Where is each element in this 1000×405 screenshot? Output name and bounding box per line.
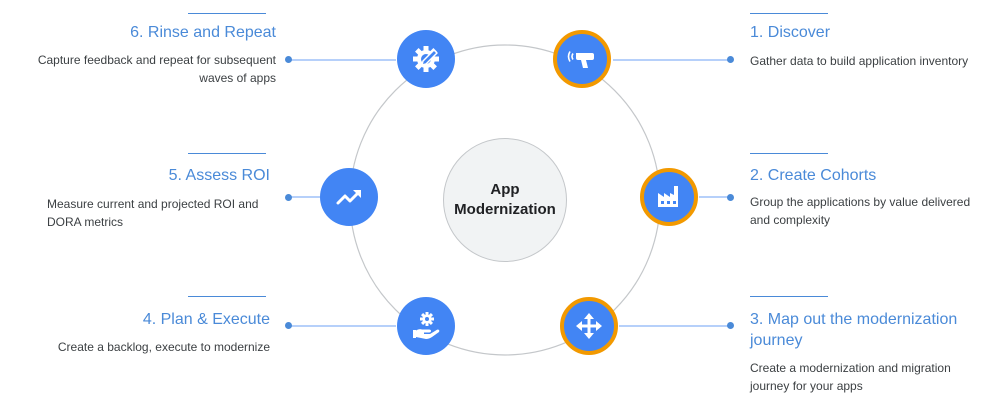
step-5-desc: Measure current and projected ROI and DO… — [47, 197, 259, 229]
step-5-title: 5. Assess ROI — [168, 167, 270, 184]
center-line-1: App — [490, 181, 520, 198]
step-2-rule — [750, 153, 828, 154]
step-1-node — [553, 30, 611, 88]
step-3-desc: Create a modernization and migration jou… — [750, 361, 951, 393]
step-6-node — [397, 30, 455, 88]
step-1-rule — [750, 13, 828, 14]
step-5-rule — [188, 153, 266, 154]
step-2-node — [640, 168, 698, 226]
factory-icon — [658, 186, 678, 207]
trending-up-icon — [336, 190, 361, 205]
step-6-dot — [285, 56, 292, 63]
step-4-rule — [188, 296, 266, 297]
step-4-dot — [285, 322, 292, 329]
step-3-rule — [750, 296, 828, 297]
step-3-node — [560, 297, 618, 355]
step-2-title: 2. Create Cohorts — [750, 167, 877, 184]
step-2-dot — [727, 194, 734, 201]
step-2-desc: Group the applications by value delivere… — [750, 195, 971, 227]
gear-pencil-icon — [413, 46, 439, 72]
step-4-node — [397, 297, 455, 355]
step-1-desc: Gather data to build application invento… — [750, 54, 969, 68]
step-6-title: 6. Rinse and Repeat — [130, 24, 276, 41]
step-4-desc: Create a backlog, execute to modernize — [57, 340, 270, 354]
step-1-title: 1. Discover — [750, 24, 831, 41]
move-arrows-icon — [576, 313, 602, 339]
step-1-dot — [727, 56, 734, 63]
scanner-icon — [567, 51, 594, 68]
step-3-dot — [727, 322, 734, 329]
step-6-desc: Capture feedback and repeat for subseque… — [37, 53, 276, 85]
step-6-rule — [188, 13, 266, 14]
center-label: App Modernization — [443, 138, 567, 262]
step-4-title: 4. Plan & Execute — [142, 311, 270, 328]
step-5-dot — [285, 194, 292, 201]
hand-gear-icon — [413, 312, 440, 339]
center-line-2: Modernization — [454, 201, 556, 218]
step-3-title: 3. Map out the modernization journey — [750, 311, 958, 349]
step-5-node — [320, 168, 378, 226]
